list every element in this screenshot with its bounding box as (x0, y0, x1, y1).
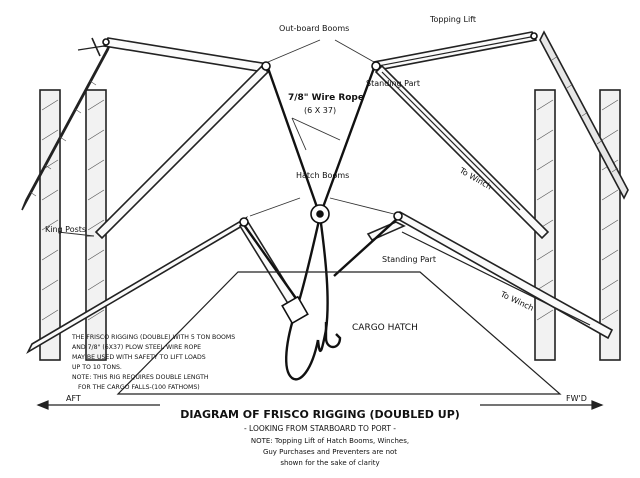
fwd-arrow-icon (591, 400, 604, 410)
hatch-boom-right-lower (366, 221, 406, 242)
footnote-line-1: NOTE: Topping Lift of Hatch Booms, Winch… (251, 437, 409, 445)
upper-boom-left-diagonal (94, 64, 270, 240)
rigging-notes: THE FRISCO RIGGING (DOUBLE) WITH 5 TON B… (71, 334, 235, 391)
label-aft: AFT (66, 394, 81, 403)
note-line-5: NOTE: THIS RIG REQUIRES DOUBLE LENGTH (72, 374, 209, 381)
note-line-1: THE FRISCO RIGGING (DOUBLE) WITH 5 TON B… (71, 334, 235, 341)
note-line-6: FOR THE CARGO FALLS-(100 FATHOMS) (78, 384, 200, 391)
hatch-booms (26, 210, 614, 355)
diagram-subtitle: - LOOKING FROM STARBOARD TO PORT - (244, 424, 396, 433)
label-outboard-booms: Out-board Booms (279, 24, 349, 33)
label-wire-rope-size: 7/8" Wire Rope (288, 93, 364, 103)
king-post-left (21, 37, 113, 361)
label-king-posts: King Posts (45, 225, 86, 234)
label-standing-part-lower: Standing Part (382, 255, 436, 264)
label-fwd: FW'D (566, 394, 587, 403)
diagram-title: DIAGRAM OF FRISCO RIGGING (DOUBLED UP) (180, 408, 460, 421)
blocks (102, 32, 538, 325)
cargo-hook-icon (324, 322, 342, 349)
rigging-lines (77, 35, 591, 326)
cargo-hatch (116, 271, 562, 395)
aft-arrow-icon (36, 400, 49, 410)
label-wire-rope-spec: (6 X 37) (304, 106, 336, 115)
footnote-line-3: shown for the sake of clarity (280, 459, 379, 467)
note-line-2: AND 7/8" (6X37) PLOW STEEL WIRE ROPE (72, 344, 201, 351)
hatch-boom-left-lower (238, 220, 302, 312)
hatch-boom-right (394, 210, 614, 340)
note-line-4: UP TO 10 TONS. (72, 364, 122, 371)
king-post-right (534, 30, 629, 361)
cargo-falls (241, 67, 399, 381)
pointer-lines (57, 39, 395, 237)
label-hatch-booms: Hatch Booms (296, 171, 349, 180)
label-topping-lift: Topping Lift (429, 15, 476, 24)
label-cargo-hatch: CARGO HATCH (352, 323, 418, 333)
label-standing-part-upper: Standing Part (366, 79, 420, 88)
lower-block (281, 295, 309, 325)
direction-arrows (36, 400, 604, 410)
note-line-3: MAY BE USED WITH SAFETY TO LIFT LOADS (72, 354, 206, 361)
footnote-line-2: Guy Purchases and Preventers are not (263, 448, 397, 456)
outboard-boom-left (102, 37, 270, 73)
